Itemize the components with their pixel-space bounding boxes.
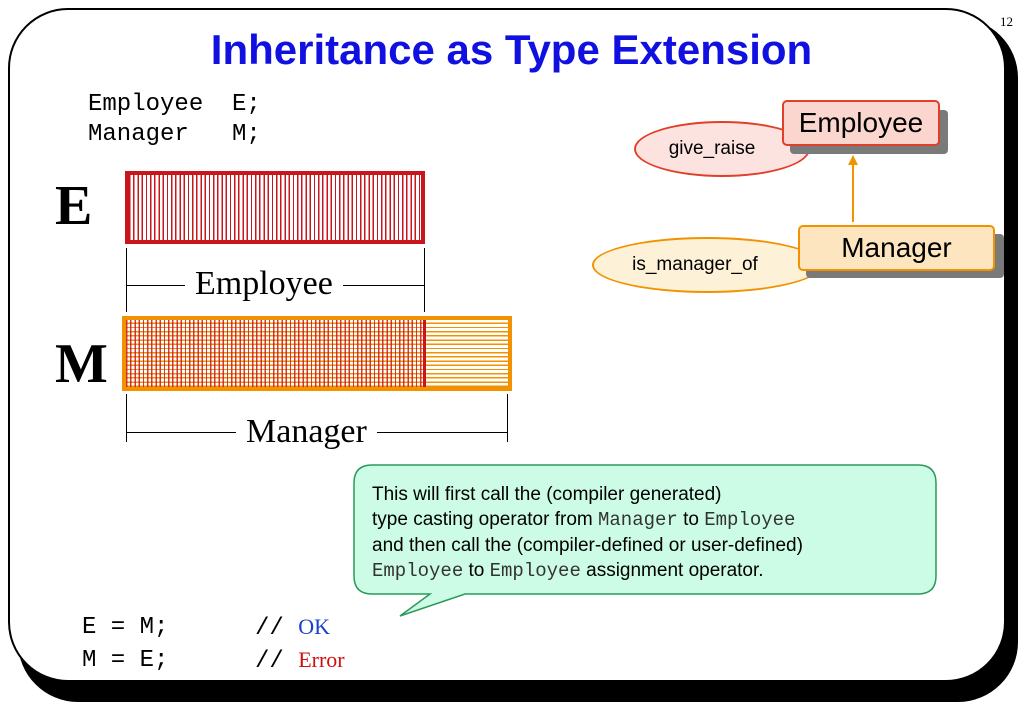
manager-object-bar — [122, 316, 512, 391]
callout-text: This will first call the (compiler gener… — [372, 482, 932, 584]
callout-shape — [353, 464, 937, 617]
object-m-label: M — [55, 333, 108, 395]
employee-span-label: Employee — [185, 265, 343, 303]
employee-span-right-tick — [424, 248, 425, 312]
comment-marker: // — [255, 648, 284, 675]
page-number: 12 — [1000, 14, 1013, 29]
callout-line-4: Employee to Employee assignment operator… — [372, 558, 932, 584]
callout-line-4-text: assignment operator. — [580, 560, 764, 581]
comment-marker: // — [255, 615, 284, 642]
manager-span-right-tick — [507, 394, 508, 442]
result-ok: OK — [298, 614, 330, 639]
method-give-raise-label: give_raise — [668, 138, 756, 159]
callout-line-4-to: to — [463, 560, 490, 581]
method-give-raise: give_raise — [634, 121, 810, 177]
assignment-comment: // Error — [255, 647, 345, 675]
method-is-manager-of-label: is_manager_of — [632, 254, 758, 275]
method-is-manager-of: is_manager_of — [592, 237, 822, 293]
employee-span-left-tick — [126, 248, 127, 312]
assignment-code: M = E; — [82, 647, 169, 674]
callout-code-employee: Employee — [704, 509, 796, 531]
assignment-row: E = M; — [82, 614, 168, 641]
inheritance-arrow-head — [848, 155, 858, 165]
manager-span-left-tick — [126, 394, 127, 442]
result-error: Error — [298, 647, 345, 672]
callout-code-employee-dst: Employee — [489, 560, 581, 582]
object-e-label: E — [55, 175, 93, 237]
manager-class-box: Manager — [798, 225, 995, 271]
assignment-code: E = M; — [82, 614, 169, 641]
callout-code-manager: Manager — [598, 509, 678, 531]
manager-span-label: Manager — [236, 413, 377, 451]
declaration-manager: Manager M; — [88, 121, 261, 148]
assignment-row: M = E; — [82, 647, 168, 674]
manager-employee-part — [126, 320, 426, 387]
slide-title: Inheritance as Type Extension — [210, 26, 813, 73]
callout-code-employee-src: Employee — [372, 560, 464, 582]
callout-line-2-to: to — [677, 509, 705, 530]
callout-line-1: This will first call the (compiler gener… — [372, 484, 722, 505]
callout-line-2: type casting operator from Manager to Em… — [372, 507, 932, 533]
declaration-employee: Employee E; — [88, 91, 261, 118]
employee-class-box: Employee — [782, 100, 940, 146]
employee-object-bar — [125, 171, 425, 244]
assignment-comment: // OK — [255, 614, 330, 642]
copyright-footer: Copyright 1995 - 2007 C. Gotsman & Y.M. … — [395, 687, 826, 699]
callout-line-2-text: type casting operator from — [372, 509, 598, 530]
callout-line-3: and then call the (compiler-defined or u… — [372, 535, 803, 556]
